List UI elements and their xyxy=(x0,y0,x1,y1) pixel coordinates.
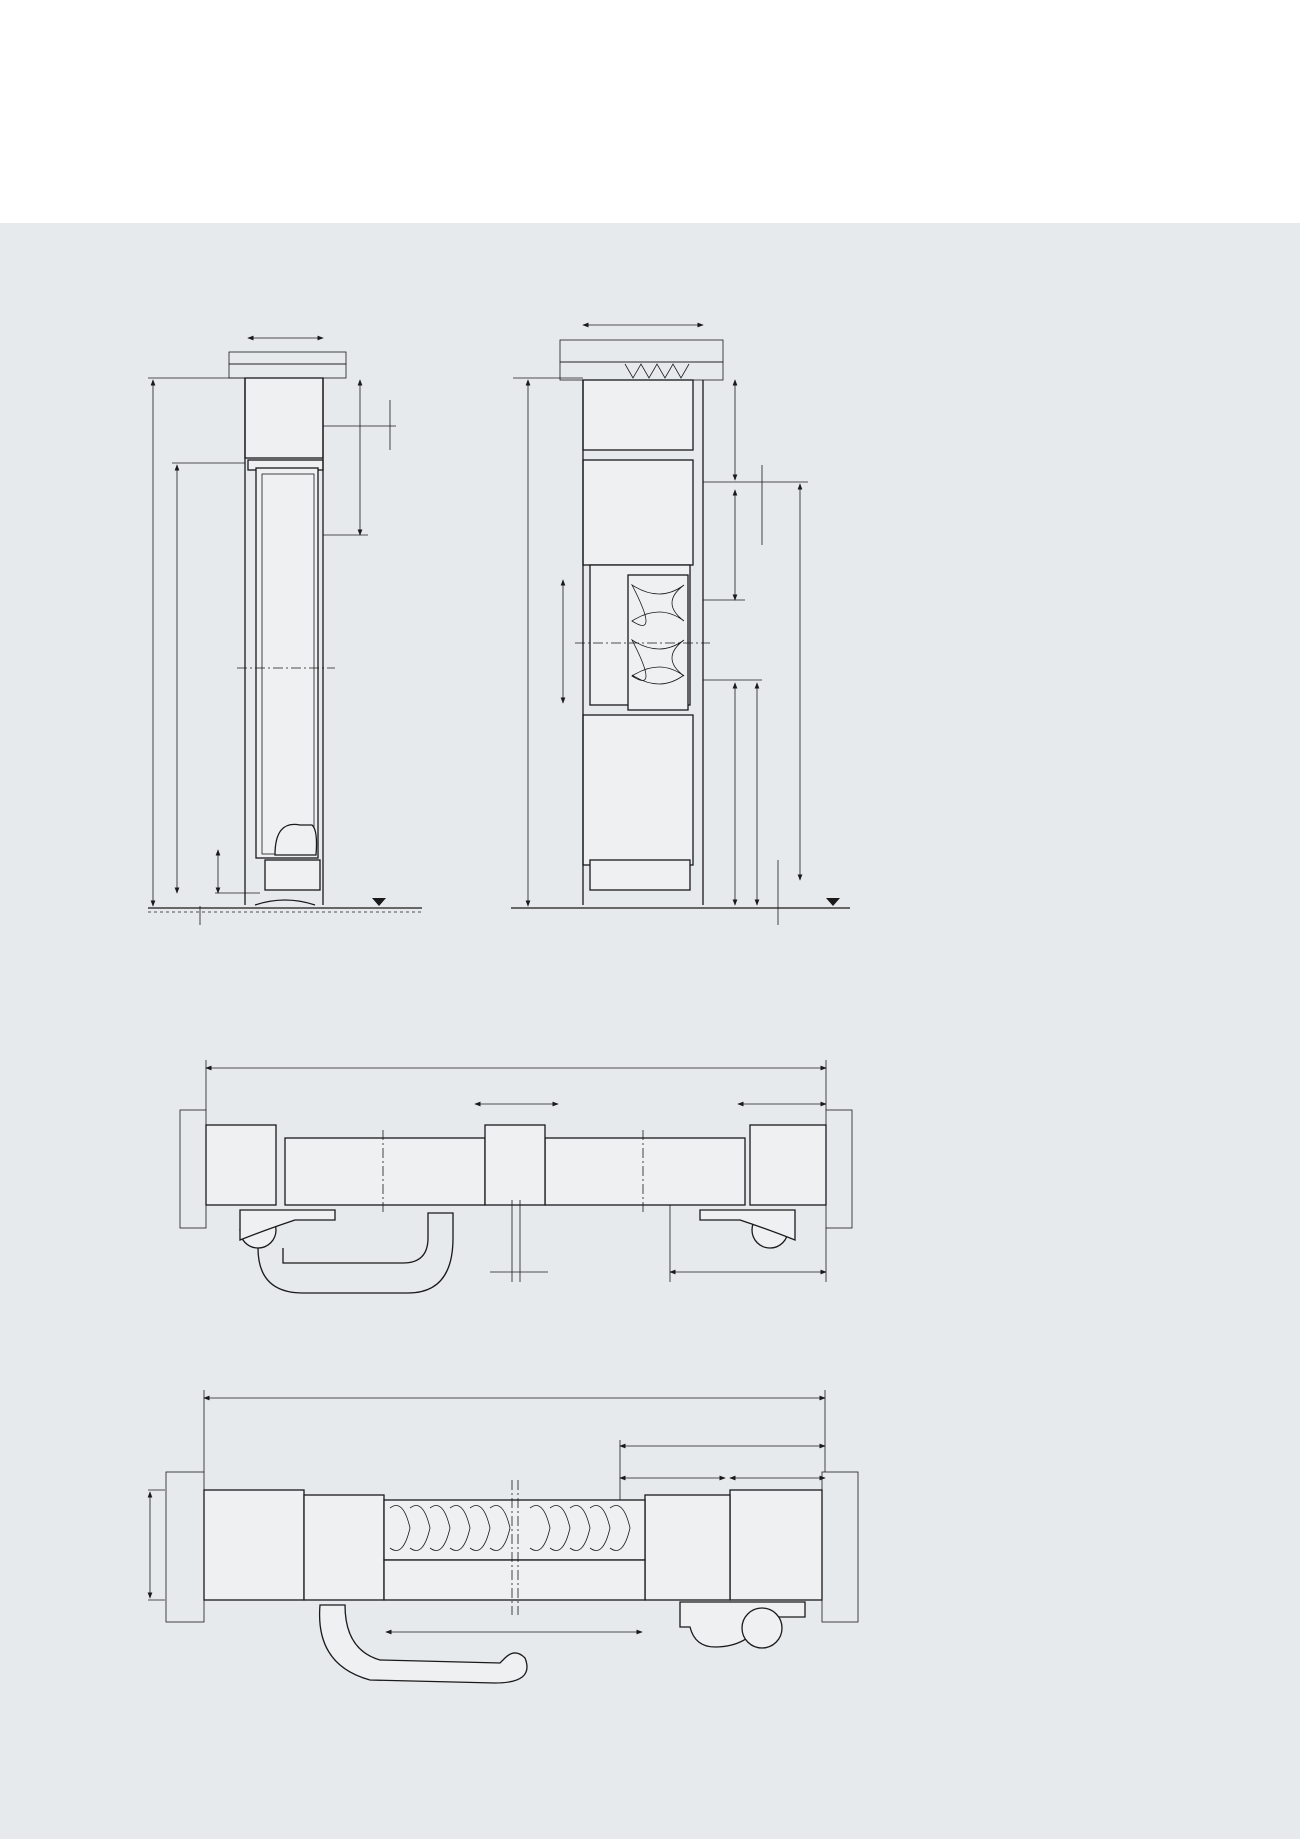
vertical-section-panel xyxy=(511,322,850,925)
vertical-section-single xyxy=(148,335,422,925)
horizontal-section-double xyxy=(179,1060,853,1294)
horizontal-section-panel xyxy=(147,1390,859,1684)
